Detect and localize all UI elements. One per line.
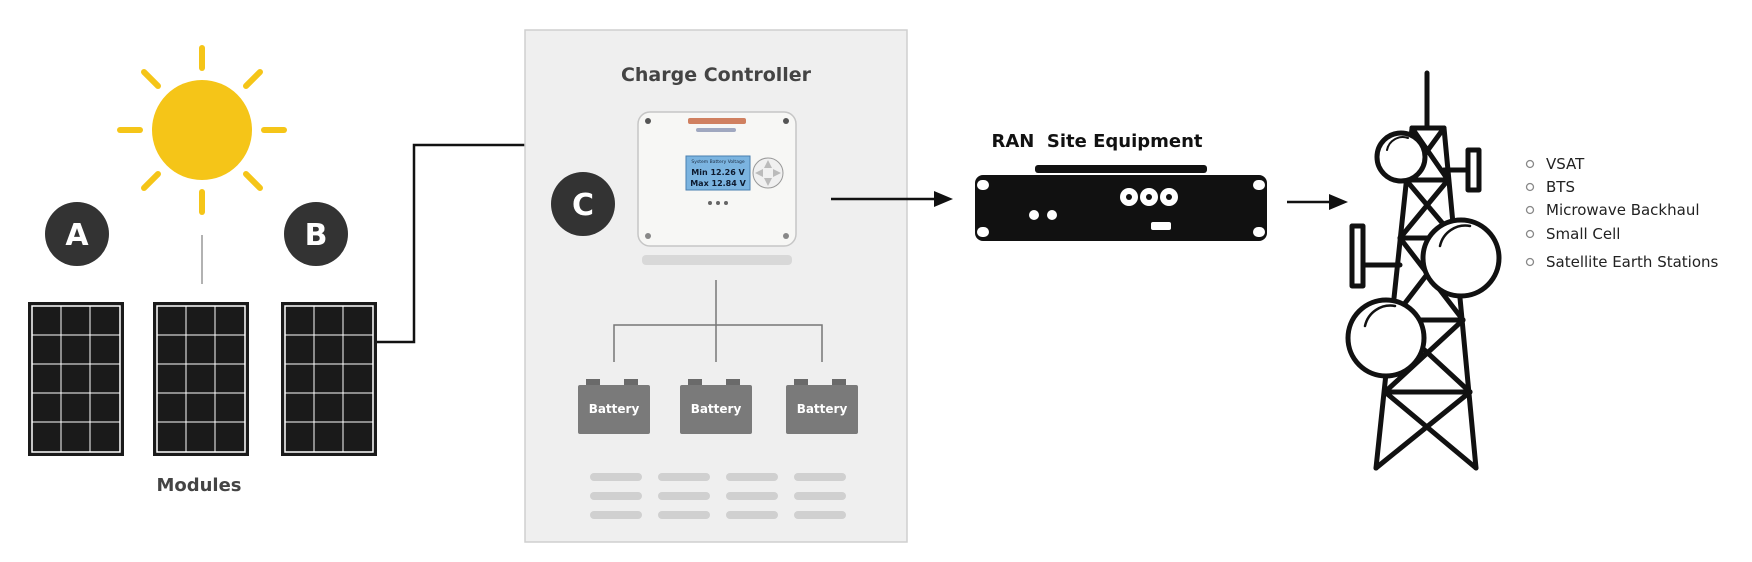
service-label: VSAT [1546,155,1585,173]
controller-dpad-icon [752,157,784,189]
modules-label: Modules [156,475,241,496]
list-item: Satellite Earth Stations [1525,253,1719,271]
bullet-icon [1525,159,1535,169]
connector-ran-to-tower [1287,194,1348,210]
placeholder-bars [590,473,846,519]
controller-display-max: Max 12.84 V [690,179,746,188]
bullet-icon [1525,229,1535,239]
services-list: VSAT BTS Microwave Backhaul Small Cell S… [1525,155,1719,271]
controller-display-top: System Battery Voltage [691,159,744,165]
list-item: BTS [1525,178,1575,196]
bullet-icon [1525,257,1535,267]
marker-a: A [45,202,109,266]
list-item: Small Cell [1525,225,1620,243]
charge-controller-device: System Battery Voltage Min 12.26 V Max 1… [637,111,797,265]
marker-a-label: A [65,218,89,253]
solar-panel-1 [28,302,124,456]
battery-3: Battery [786,379,858,434]
battery-2: Battery [680,379,752,434]
controller-display-min: Min 12.26 V [691,168,745,177]
battery-3-label: Battery [797,402,848,416]
battery-2-label: Battery [691,402,742,416]
battery-1-label: Battery [589,402,640,416]
connector-controller-to-ran [831,191,953,207]
service-label: Small Cell [1546,225,1620,243]
marker-c: C [551,172,615,236]
bullet-icon [1525,182,1535,192]
service-label: BTS [1546,178,1575,196]
service-label: Satellite Earth Stations [1546,253,1719,271]
list-item: VSAT [1525,155,1585,173]
list-item: Microwave Backhaul [1525,201,1700,219]
marker-b-label: B [305,218,328,253]
solar-panel-3 [281,302,377,456]
sun-icon [117,45,287,215]
battery-1: Battery [578,379,650,434]
cell-tower-icon [1345,70,1502,471]
ran-equipment-title: RAN Site Equipment [991,131,1202,152]
solar-panel-2 [153,302,249,456]
battery-wiring [613,280,823,362]
charge-controller-title: Charge Controller [621,64,812,86]
ran-equipment-icon [975,165,1267,241]
marker-b: B [284,202,348,266]
marker-c-label: C [572,188,594,223]
service-label: Microwave Backhaul [1546,201,1700,219]
bullet-icon [1525,205,1535,215]
